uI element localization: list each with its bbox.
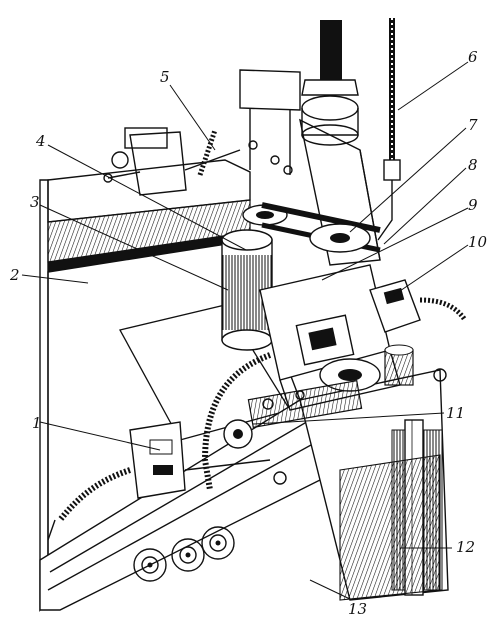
callout-13: 13 bbox=[348, 600, 367, 618]
callout-12: 12 bbox=[456, 538, 475, 556]
callout-1: 1 bbox=[32, 414, 42, 432]
callout-labels: 1 2 3 4 5 6 7 8 9 10 11 12 13 bbox=[9, 48, 488, 618]
flexible-hose bbox=[201, 352, 272, 491]
callout-3: 3 bbox=[30, 193, 40, 211]
callout-7: 7 bbox=[468, 116, 478, 134]
callout-2: 2 bbox=[9, 266, 20, 284]
conveyor-rollers bbox=[133, 526, 235, 582]
limit-switch-top bbox=[103, 127, 241, 196]
callout-11: 11 bbox=[446, 404, 465, 422]
callout-9: 9 bbox=[468, 196, 478, 214]
callout-8: 8 bbox=[468, 156, 478, 174]
callout-6: 6 bbox=[468, 48, 478, 66]
limit-switch-lower bbox=[47, 421, 287, 541]
carriage-assembly bbox=[223, 264, 401, 449]
suspension-cable bbox=[377, 18, 401, 241]
leader-lines bbox=[21, 61, 469, 601]
vertical-ram bbox=[301, 20, 359, 146]
callout-4: 4 bbox=[35, 132, 46, 150]
callout-10: 10 bbox=[468, 233, 488, 251]
belt-drive bbox=[261, 202, 381, 253]
limit-switch-right bbox=[369, 279, 468, 386]
callout-5: 5 bbox=[160, 68, 170, 86]
